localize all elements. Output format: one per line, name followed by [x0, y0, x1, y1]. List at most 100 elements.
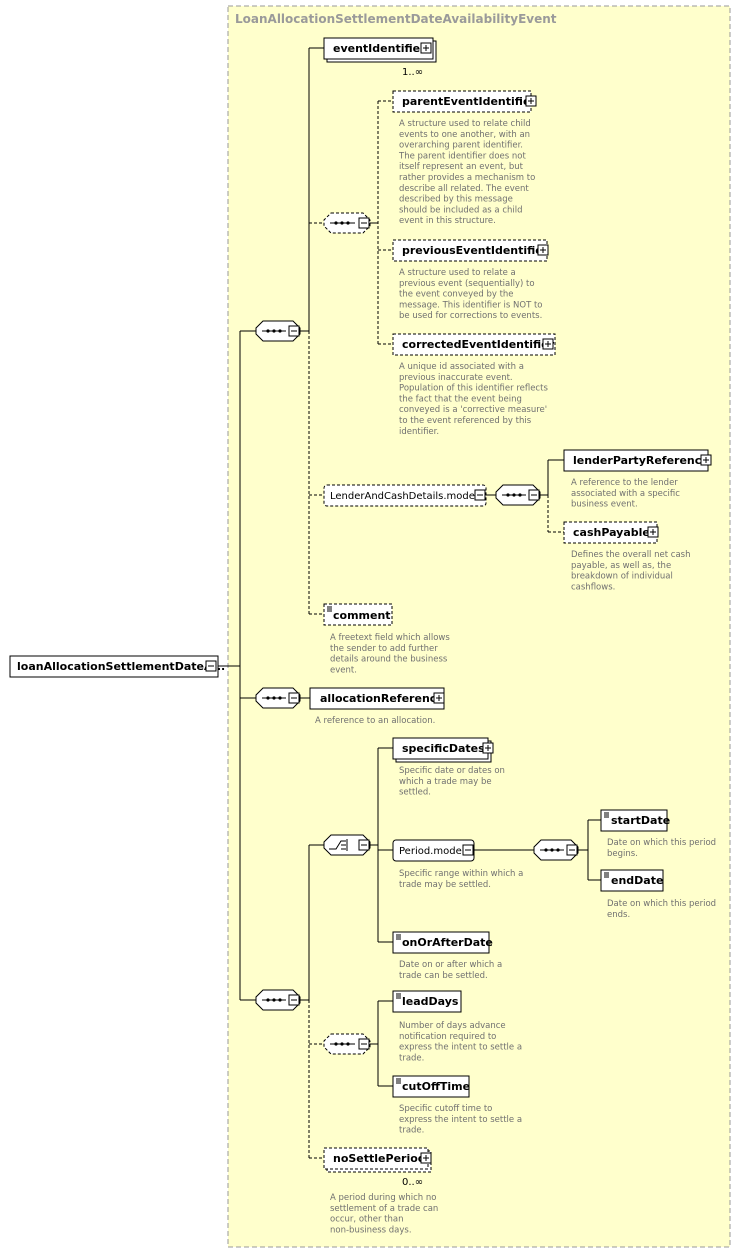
- element-leadDays[interactable]: leadDays: [392, 990, 462, 1013]
- doc-line: The parent identifier does not: [398, 151, 526, 161]
- expand-icon[interactable]: [700, 454, 712, 466]
- element-correctedEventIdentifier[interactable]: correctedEventIdentifier: [392, 333, 556, 356]
- expand-icon[interactable]: [525, 95, 537, 107]
- collapse-icon[interactable]: [205, 660, 217, 672]
- doc-line: trade can be settled.: [399, 971, 488, 981]
- expand-icon[interactable]: [420, 42, 432, 54]
- collapse-icon[interactable]: [358, 1038, 370, 1050]
- expand-icon[interactable]: [537, 244, 549, 256]
- doc-line: ends.: [607, 910, 630, 920]
- doc-line: conveyed is a 'corrective measure': [399, 405, 547, 415]
- element-specificDates[interactable]: specificDates: [392, 737, 492, 763]
- expand-icon[interactable]: [542, 338, 554, 350]
- element-parentEventIdentifier[interactable]: parentEventIdentifier: [392, 90, 536, 113]
- collapse-icon[interactable]: [566, 844, 578, 856]
- group-Period-model[interactable]: Period.model: [392, 839, 475, 862]
- root-element[interactable]: loanAllocationSettlementDateA...: [9, 655, 225, 678]
- doc-line: event in this structure.: [399, 216, 496, 226]
- expand-icon[interactable]: [420, 1152, 432, 1164]
- cardinality-label: 0..∞: [402, 1177, 423, 1188]
- simple-type-icon: [327, 606, 332, 612]
- simple-type-icon: [604, 872, 609, 878]
- doc-line: trade.: [399, 1053, 424, 1063]
- doc-line: A unique id associated with a: [399, 362, 524, 372]
- element-comment[interactable]: comment: [323, 603, 393, 626]
- element-label: eventIdentifier: [333, 42, 426, 55]
- element-label: leadDays: [402, 995, 459, 1008]
- doc-line: settlement of a trade can: [330, 1204, 438, 1214]
- doc-line: cashflows.: [571, 582, 615, 592]
- doc-line: Population of this identifier reflects: [399, 384, 548, 394]
- group-LenderAndCashDetails-model[interactable]: LenderAndCashDetails.model: [323, 484, 487, 507]
- doc-line: associated with a specific: [571, 489, 680, 499]
- element-eventIdentifier[interactable]: eventIdentifier: [323, 37, 437, 63]
- collapse-icon[interactable]: [288, 994, 300, 1006]
- doc-line: payable, as well as, the: [571, 561, 671, 571]
- element-onOrAfterDate[interactable]: onOrAfterDate: [392, 931, 493, 954]
- doc-line: which a trade may be: [399, 777, 492, 787]
- container-box: [227, 5, 731, 1248]
- collapse-icon[interactable]: [528, 489, 540, 501]
- element-label: parentEventIdentifier: [402, 95, 536, 108]
- collapse-icon[interactable]: [358, 839, 370, 851]
- doc-line: express the intent to settle a: [399, 1043, 522, 1053]
- expand-icon[interactable]: [433, 692, 445, 704]
- element-allocationReference[interactable]: allocationReference: [309, 687, 445, 710]
- simple-type-icon: [396, 993, 401, 999]
- expand-icon[interactable]: [482, 742, 494, 754]
- expand-icon[interactable]: [647, 526, 659, 538]
- element-endDate[interactable]: endDate: [600, 869, 664, 892]
- simple-type-icon: [396, 934, 401, 940]
- element-previousEventIdentifier[interactable]: previousEventIdentifier: [392, 239, 549, 262]
- doc-line: previous event (sequentially) to: [399, 279, 535, 289]
- doc-line: non-business days.: [330, 1225, 412, 1235]
- doc-line: describe all related. The event: [399, 184, 529, 194]
- collapse-icon[interactable]: [288, 692, 300, 704]
- doc-line: begins.: [607, 849, 638, 859]
- element-lenderPartyReference[interactable]: lenderPartyReference: [563, 449, 709, 472]
- doc-line: occur, other than: [330, 1215, 404, 1225]
- doc-line: to the event referenced by this: [399, 416, 532, 426]
- element-label: noSettlePeriod: [333, 1152, 426, 1165]
- doc-line: A period during which no: [330, 1193, 436, 1203]
- collapse-icon[interactable]: [358, 217, 370, 229]
- doc-line: A freetext field which allows: [330, 633, 450, 643]
- doc-line: Defines the overall net cash: [571, 550, 690, 560]
- element-startDate[interactable]: startDate: [600, 809, 670, 832]
- doc-line: previous inaccurate event.: [399, 373, 513, 383]
- element-label: correctedEventIdentifier: [402, 338, 555, 351]
- doc-line: event.: [330, 665, 357, 675]
- element-cashPayable[interactable]: cashPayable: [563, 521, 658, 544]
- collapse-icon[interactable]: [474, 489, 486, 501]
- doc-allocationReference: A reference to an allocation.: [315, 716, 435, 726]
- element-label: allocationReference: [320, 692, 444, 705]
- cardinality-label: 1..∞: [402, 67, 423, 78]
- doc-line: business event.: [571, 500, 638, 510]
- doc-line: rather provides a mechanism to: [399, 173, 535, 183]
- element-label: startDate: [611, 814, 670, 827]
- doc-line: be used for corrections to events.: [399, 311, 542, 321]
- doc-line: Date on which this period: [607, 899, 716, 909]
- doc-line: Date on which this period: [607, 838, 716, 848]
- element-label: previousEventIdentifier: [402, 244, 549, 257]
- element-cutOffTime[interactable]: cutOffTime: [392, 1075, 470, 1098]
- element-noSettlePeriod[interactable]: noSettlePeriod: [323, 1147, 432, 1173]
- doc-line: identifier.: [399, 427, 439, 437]
- collapse-icon[interactable]: [462, 844, 474, 856]
- doc-line: itself represent an event, but: [399, 162, 524, 172]
- doc-line: A structure used to relate a: [399, 268, 516, 278]
- group-label: Period.model: [399, 846, 465, 857]
- collapse-icon[interactable]: [288, 325, 300, 337]
